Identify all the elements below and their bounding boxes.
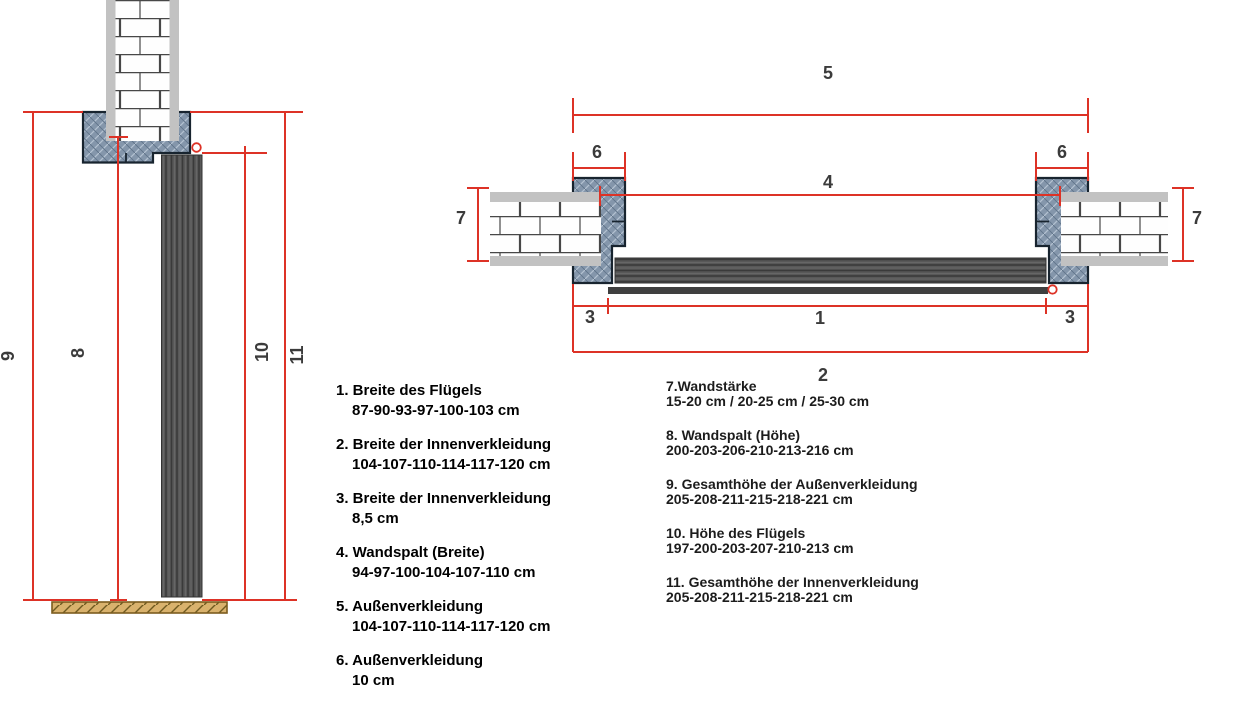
dim-label-1: 1 (815, 308, 825, 328)
dim-label-3-right: 3 (1065, 307, 1075, 327)
legend-item-6: 6. Außenverkleidung 10 cm (336, 651, 586, 691)
plaster-strip-right (169, 0, 179, 141)
dimension-line-7-left (467, 187, 489, 262)
brick-wall-right (1061, 192, 1168, 266)
dim-label-2: 2 (818, 365, 828, 385)
legend-item-title: 7.Wandstärke (666, 378, 757, 394)
dim-label-7-left: 7 (456, 208, 466, 228)
dimension-line-5 (572, 98, 1089, 133)
legend-item-value: 104-107-110-114-117-120 cm (352, 618, 551, 635)
legend-item-4: 4. Wandspalt (Breite) 94-97-100-104-107-… (336, 543, 586, 583)
dim-label-10: 10 (252, 342, 272, 362)
dimension-line-6-right (1035, 152, 1089, 181)
legend-item-value: 94-97-100-104-107-110 cm (352, 564, 536, 581)
legend-item-11: 11. Gesamthöhe der Innenverkleidung 205-… (666, 575, 946, 605)
legend-item-value: 10 cm (352, 672, 395, 689)
legend-item-title: 3. Breite der Innenverkleidung (336, 490, 552, 507)
dimension-line-2 (572, 284, 1089, 353)
legend-item-value: 197-200-203-207-210-213 cm (666, 540, 854, 556)
dim-label-4: 4 (823, 172, 833, 192)
dimension-line-4 (599, 186, 1061, 206)
dimension-line-6-left (572, 152, 626, 181)
legend-item-title: 2. Breite der Innenverkleidung (336, 436, 552, 453)
brick-wall-left (490, 192, 601, 266)
legend-item-value: 205-208-211-215-218-221 cm (666, 589, 853, 605)
legend-item-1: 1. Breite des Flügels 87-90-93-97-100-10… (336, 381, 586, 421)
legend-item-title: 1. Breite des Flügels (336, 382, 482, 399)
legend-item-value: 87-90-93-97-100-103 cm (352, 402, 520, 419)
legend-item-value: 200-203-206-210-213-216 cm (666, 442, 854, 458)
legend-heights: 7.Wandstärke 15-20 cm / 20-25 cm / 25-30… (666, 379, 946, 624)
legend-item-value: 205-208-211-215-218-221 cm (666, 491, 853, 507)
legend-item-8: 8. Wandspalt (Höhe) 200-203-206-210-213-… (666, 428, 946, 458)
legend-widths: 1. Breite des Flügels 87-90-93-97-100-10… (336, 381, 586, 705)
horizontal-section-drawing: 5 6 6 4 7 7 3 1 3 2 (456, 63, 1202, 385)
legend-item-7: 7.Wandstärke 15-20 cm / 20-25 cm / 25-30… (666, 379, 946, 409)
door-leaf-horizontal (614, 257, 1047, 284)
vertical-section-dimension-lines (23, 111, 303, 601)
legend-item-title: 8. Wandspalt (Höhe) (666, 427, 801, 443)
legend-item-title: 11. Gesamthöhe der Innenverkleidung (666, 574, 919, 590)
dim-label-8: 8 (68, 348, 88, 358)
inner-cladding-strip (608, 287, 1048, 294)
hinge-marker-top (191, 142, 202, 153)
lintel-joint-lines (125, 153, 154, 162)
dimension-line-7-right (1172, 187, 1194, 262)
plaster-strip-left (106, 0, 116, 141)
dimension-line-1-and-3 (573, 298, 1088, 314)
legend-item-title: 4. Wandspalt (Breite) (336, 544, 485, 561)
legend-item-2: 2. Breite der Innenverkleidung 104-107-1… (336, 435, 586, 475)
vertical-section-drawing: 9 8 10 11 (0, 0, 307, 614)
legend-item-value: 104-107-110-114-117-120 cm (352, 456, 551, 473)
dimension-line-10 (202, 146, 267, 600)
brick-wall-column (115, 0, 170, 141)
dim-label-3-left: 3 (585, 307, 595, 327)
door-leaf-vertical (161, 154, 203, 598)
dim-label-6-right: 6 (1057, 142, 1067, 162)
legend-item-title: 6. Außenverkleidung (336, 652, 483, 669)
legend-item-10: 10. Höhe des Flügels 197-200-203-207-210… (666, 526, 946, 556)
hinge-marker-side (1047, 284, 1058, 295)
horizontal-section-dimension-lines (467, 98, 1194, 353)
legend-item-value: 8,5 cm (352, 510, 399, 527)
dim-label-6-left: 6 (592, 142, 602, 162)
floor-sill (51, 601, 228, 614)
legend-item-9: 9. Gesamthöhe der Außenverkleidung 205-2… (666, 477, 946, 507)
legend-item-title: 10. Höhe des Flügels (666, 525, 806, 541)
legend-item-5: 5. Außenverkleidung 104-107-110-114-117-… (336, 597, 586, 637)
dim-label-11: 11 (287, 345, 307, 364)
dim-label-5: 5 (823, 63, 833, 83)
dim-label-7-right: 7 (1192, 208, 1202, 228)
legend-item-title: 5. Außenverkleidung (336, 598, 483, 615)
dim-label-9: 9 (0, 351, 18, 361)
legend-item-3: 3. Breite der Innenverkleidung 8,5 cm (336, 489, 586, 529)
dimension-line-8 (109, 136, 128, 600)
legend-item-title: 9. Gesamthöhe der Außenverkleidung (666, 476, 918, 492)
legend-item-value: 15-20 cm / 20-25 cm / 25-30 cm (666, 393, 870, 409)
